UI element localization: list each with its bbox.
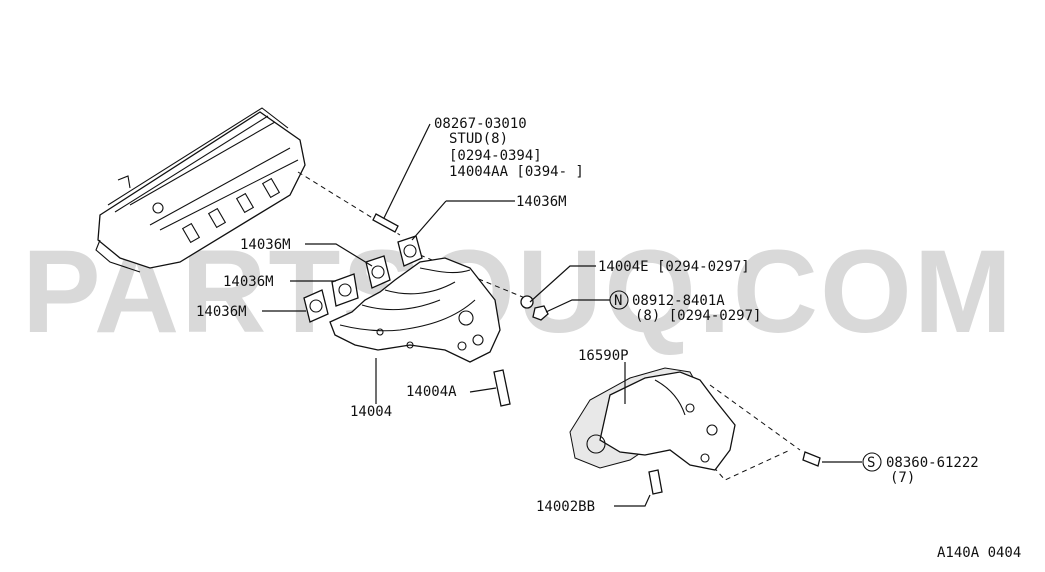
- label-nut-part[interactable]: 08912-8401A: [632, 293, 725, 309]
- bolt-bb-illustration: [648, 469, 663, 495]
- label-bolt-qty: (7): [890, 470, 915, 486]
- label-stud-name: STUD(8): [449, 131, 508, 147]
- nut-illustration: [532, 305, 549, 321]
- label-gasket-2[interactable]: 14036M: [240, 237, 291, 253]
- gasket-illustration: [303, 289, 329, 323]
- leader-line: [411, 200, 515, 241]
- leader-line: [614, 494, 651, 507]
- label-gasket-top[interactable]: 14036M: [516, 194, 567, 210]
- alignment-line: [709, 384, 801, 451]
- gasket-illustration: [397, 235, 423, 267]
- label-washer[interactable]: 14004E [0294-0297]: [598, 259, 750, 275]
- leader-line: [529, 265, 596, 303]
- label-heat-shield[interactable]: 16590P: [578, 348, 629, 364]
- stud-illustration: [372, 213, 399, 233]
- diagram-code: A140A 0404: [937, 545, 1021, 561]
- label-stud-range1: [0294-0394]: [449, 148, 542, 164]
- alignment-line: [689, 439, 791, 481]
- heat-shield-illustration: [569, 367, 736, 471]
- label-bolt-bb[interactable]: 14002BB: [536, 499, 595, 515]
- label-stud-part[interactable]: 08267-03010: [434, 116, 527, 132]
- cylinder-head-illustration: [95, 107, 306, 273]
- gasket-illustration: [365, 255, 391, 289]
- label-stud-range2[interactable]: 14004AA [0394- ]: [449, 164, 584, 180]
- s-symbol-circle: [862, 452, 882, 472]
- label-gasket-3[interactable]: 14036M: [223, 274, 274, 290]
- nut-symbol: N: [614, 293, 622, 309]
- stud-a-illustration: [493, 369, 511, 407]
- leader-line: [383, 123, 431, 219]
- label-manifold[interactable]: 14004: [350, 404, 392, 420]
- leader-line: [305, 243, 373, 267]
- leader-line: [469, 387, 497, 393]
- n-symbol-circle: [609, 290, 629, 310]
- bolt-illustration: [802, 451, 821, 467]
- label-nut-qty: (8) [0294-0297]: [635, 308, 761, 324]
- label-bolt-part[interactable]: 08360-61222: [886, 455, 979, 471]
- label-stud-a[interactable]: 14004A: [406, 384, 457, 400]
- gasket-illustration: [331, 273, 359, 307]
- label-gasket-4[interactable]: 14036M: [196, 304, 247, 320]
- exhaust-manifold-illustration: [329, 257, 501, 363]
- washer-illustration: [520, 295, 534, 309]
- leader-line: [545, 299, 610, 313]
- bolt-symbol: S: [867, 455, 875, 471]
